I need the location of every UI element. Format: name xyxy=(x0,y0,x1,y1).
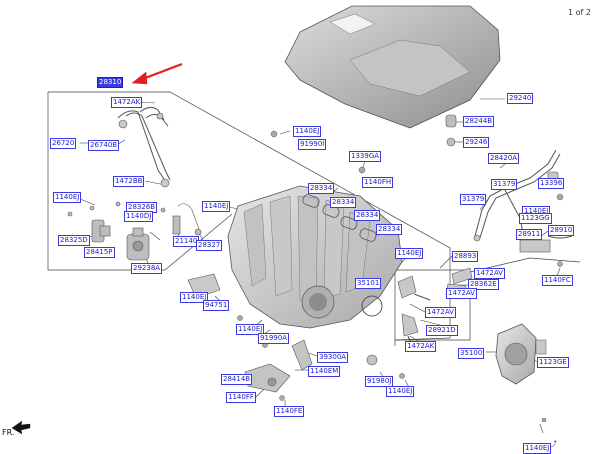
callout-29238A[interactable]: 29238A xyxy=(131,263,163,274)
callout-26740B[interactable]: 26740B xyxy=(88,140,120,151)
callout-1140EM[interactable]: 1140EM xyxy=(308,366,341,377)
bolts xyxy=(201,130,564,423)
callout-28910[interactable]: 28910 xyxy=(548,225,575,236)
callout-28893[interactable]: 28893 xyxy=(452,251,479,262)
callout-1140FC[interactable]: 1140FC xyxy=(542,275,573,286)
callout-28334[interactable]: 28334 xyxy=(354,210,381,221)
callout-1140FH[interactable]: 1140FH xyxy=(362,177,394,188)
callout-31379[interactable]: 31379 xyxy=(491,179,518,190)
left-sensors xyxy=(67,201,202,261)
callout-28420A[interactable]: 28420A xyxy=(488,153,520,164)
callout-1140EJ[interactable]: 1140EJ xyxy=(53,192,82,203)
callout-1140EJ[interactable]: 1140EJ xyxy=(523,443,552,454)
callout-28334[interactable]: 28334 xyxy=(376,224,403,235)
callout-1472AV[interactable]: 1472AV xyxy=(474,268,505,279)
corner-mark: ⤴ xyxy=(550,439,557,448)
callout-1140FF[interactable]: 1140FF xyxy=(226,392,256,403)
callout-1140EJ[interactable]: 1140EJ xyxy=(386,386,415,397)
pcv-hose-shape xyxy=(117,106,171,183)
callout-28911[interactable]: 28911 xyxy=(516,229,543,240)
callout-39300A[interactable]: 39300A xyxy=(317,352,349,363)
callout-29246[interactable]: 29246 xyxy=(463,137,490,148)
callout-1123GE[interactable]: 1123GE xyxy=(537,357,569,368)
engine-cover-shape xyxy=(284,5,501,129)
throttle-body-shape xyxy=(495,323,547,385)
callout-13396[interactable]: 13396 xyxy=(538,178,565,189)
callout-1140DJ[interactable]: 1140DJ xyxy=(124,211,154,222)
callout-28921D[interactable]: 28921D xyxy=(426,325,458,336)
callout-35101[interactable]: 35101 xyxy=(355,278,382,289)
callout-28415P[interactable]: 28415P xyxy=(84,247,115,258)
callout-26720[interactable]: 26720 xyxy=(50,138,77,149)
callout-28244B[interactable]: 28244B xyxy=(463,116,495,127)
callout-35100[interactable]: 35100 xyxy=(458,348,485,359)
callout-91990A[interactable]: 91990A xyxy=(258,333,290,344)
callout-1472AK[interactable]: 1472AK xyxy=(405,341,437,352)
callout-1472AV[interactable]: 1472AV xyxy=(425,307,456,318)
callout-28334[interactable]: 28334 xyxy=(330,197,357,208)
callout-91980J[interactable]: 91980J xyxy=(365,376,394,387)
callout-1472AV[interactable]: 1472AV xyxy=(446,288,477,299)
callout-1140EJ[interactable]: 1140EJ xyxy=(293,126,322,137)
intake-manifold-shape xyxy=(227,185,403,329)
callout-1140EJ[interactable]: 1140EJ xyxy=(395,248,424,259)
callout-28325D[interactable]: 28325D xyxy=(58,235,90,246)
callout-28414B[interactable]: 28414B xyxy=(221,374,253,385)
callout-1140EJ[interactable]: 1140EJ xyxy=(236,324,265,335)
callout-94751[interactable]: 94751 xyxy=(203,300,230,311)
front-arrow xyxy=(11,420,31,435)
callout-1140EJ[interactable]: 1140EJ xyxy=(202,201,231,212)
callout-29240[interactable]: 29240 xyxy=(507,93,534,104)
callout-28327[interactable]: 28327 xyxy=(196,240,223,251)
callout-28310[interactable]: 28310 xyxy=(97,77,124,88)
hose-clips xyxy=(118,112,170,188)
pointer-arrow xyxy=(131,62,183,85)
callout-28362E[interactable]: 28362E xyxy=(468,279,499,290)
callout-1339GA[interactable]: 1339GA xyxy=(349,151,382,162)
callout-1140EJ[interactable]: 1140EJ xyxy=(180,292,209,303)
callout-1472AK[interactable]: 1472AK xyxy=(111,97,143,108)
front-marker-label: FR. xyxy=(2,428,15,437)
callout-1123GG[interactable]: 1123GG xyxy=(519,213,552,224)
callout-31379[interactable]: 31379 xyxy=(460,194,487,205)
lower-parts xyxy=(244,339,378,393)
page-indicator: 1 of 2 xyxy=(568,8,591,17)
callout-91990I[interactable]: 91990I xyxy=(298,139,327,150)
callout-1140FE[interactable]: 1140FE xyxy=(274,406,305,417)
callout-1472BB[interactable]: 1472BB xyxy=(113,176,145,187)
callout-28334[interactable]: 28334 xyxy=(308,183,335,194)
grommets xyxy=(445,114,457,147)
